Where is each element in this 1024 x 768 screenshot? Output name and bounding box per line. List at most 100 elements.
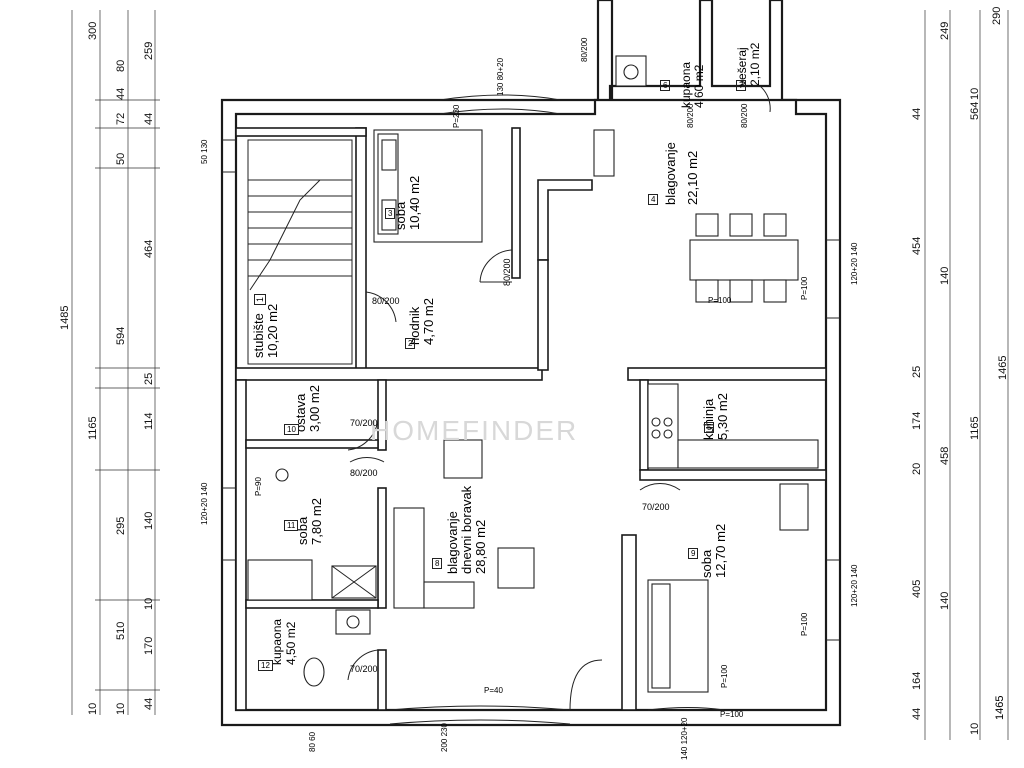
right-dim-140b: 140 — [939, 592, 951, 610]
right-dim-405: 405 — [911, 580, 923, 598]
right-dim-564: 564 — [969, 102, 981, 120]
right-dim-290: 290 — [991, 7, 1003, 25]
room-6-name: kupaona 4,60 m2 — [679, 62, 706, 108]
dining-table — [689, 213, 799, 303]
room-10-area: 3,00 m2 — [307, 385, 322, 432]
parapet-label-2: P=100 — [800, 612, 809, 636]
left-dim-170: 170 — [143, 637, 155, 655]
right-dim-44: 44 — [911, 108, 923, 120]
room-9-area: 12,70 m2 — [713, 523, 728, 578]
right-dim-1165: 1165 — [969, 416, 981, 440]
left-dim-510: 510 — [115, 622, 127, 640]
room-num-10: 10 — [284, 424, 299, 435]
right-dim-44b: 44 — [911, 708, 923, 720]
parapet-label-8: P=100 — [708, 296, 732, 305]
door-label-8: 80/200 — [740, 103, 749, 128]
room-8-area: 28,80 m2 — [473, 519, 488, 574]
window-label-4: 120+20 140 — [200, 482, 209, 526]
left-dim-72: 72 — [115, 113, 127, 125]
left-dimension-ticks — [95, 99, 160, 691]
windows — [222, 94, 840, 725]
room-9-title: soba — [699, 549, 714, 578]
left-dimension-lines — [71, 10, 156, 715]
room-num-7: 7 — [736, 80, 747, 91]
room-12-name: kupaona 4,50 m2 — [270, 619, 298, 665]
window-label-1: 130 80+20 — [496, 57, 505, 96]
room-4-name: blagovanje 22,10 m2 — [660, 142, 704, 205]
room-7-area: 2,10 m2 — [748, 42, 762, 86]
door-label-5: 70/200 — [350, 664, 378, 674]
right-dim-140a: 140 — [939, 267, 951, 285]
watermark-text: HOMEFINDER — [370, 415, 578, 446]
left-dimension-labels: 1485 300 259 464 594 1165 295 510 80 72 … — [59, 22, 155, 715]
room-8-line2: dnevni boravak — [459, 485, 474, 574]
room11-furniture — [247, 468, 377, 601]
left-dim-140: 140 — [143, 512, 155, 530]
left-dim-50: 50 — [115, 153, 127, 165]
right-dim-249: 249 — [939, 22, 951, 40]
room-num-2: 2 — [405, 338, 416, 349]
room-8-name: blagovanje dnevni boravak 28,80 m2 — [445, 485, 488, 574]
room-num-5: 5 — [704, 422, 715, 433]
left-dim-10a: 10 — [87, 703, 99, 715]
left-dim-10c: 10 — [143, 598, 155, 610]
door-label-3: 70/200 — [350, 418, 378, 428]
door-label-7: 80/200 — [686, 103, 695, 128]
door-label-4: 80/200 — [350, 468, 378, 478]
room-3-area: 10,40 m2 — [407, 175, 422, 230]
room-11-area: 7,80 m2 — [309, 498, 324, 545]
left-dim-464: 464 — [143, 240, 155, 258]
room-num-12: 12 — [258, 660, 273, 671]
room-3-title: soba — [393, 201, 408, 230]
left-dim-10b: 10 — [115, 703, 127, 715]
watermark: HOMEFINDER — [370, 415, 578, 446]
right-dim-20: 20 — [911, 463, 923, 475]
window-label-6: 80 60 — [308, 731, 317, 752]
left-dim-44b: 44 — [115, 88, 127, 100]
left-dim-295: 295 — [115, 517, 127, 535]
doors — [347, 85, 771, 711]
left-dim-594: 594 — [115, 327, 127, 345]
window-label-2: 120+20 140 — [850, 242, 859, 286]
left-dim-259: 259 — [143, 42, 155, 60]
left-dim-44c: 44 — [143, 698, 155, 710]
right-dim-10b: 10 — [969, 723, 981, 735]
room-num-4: 4 — [648, 194, 659, 205]
room-5-area: 5,30 m2 — [715, 393, 730, 440]
window-label-7: 140 120+20 — [680, 717, 689, 761]
room-3-name: soba 10,40 m2 — [393, 175, 422, 230]
left-dim-1165: 1165 — [87, 416, 99, 440]
room-1-area: 10,20 m2 — [265, 303, 280, 358]
room-1-name: stubište 10,20 m2 — [251, 303, 280, 358]
right-dim-1465: 1465 — [997, 356, 1009, 380]
sofa-set — [393, 439, 535, 609]
door-label-2: 80/200 — [502, 258, 512, 286]
room-4-title: blagovanje — [663, 142, 678, 205]
room-6-area: 4,60 m2 — [692, 64, 706, 108]
parapet-label-4: P=100 — [720, 710, 744, 719]
room-num-11: 11 — [284, 520, 299, 531]
right-dim-25: 25 — [911, 366, 923, 378]
window-label-8: 50 130 — [200, 139, 209, 164]
left-dim-25: 25 — [143, 373, 155, 385]
right-dim-174: 174 — [911, 412, 923, 430]
left-dim-114: 114 — [143, 412, 155, 430]
room-num-3: 3 — [385, 208, 396, 219]
parapet-label-1: P=100 — [800, 276, 809, 300]
right-dim-10a: 10 — [969, 88, 981, 100]
left-dim-44a: 44 — [143, 113, 155, 125]
room-12-title: kupaona — [270, 618, 284, 665]
room-num-8: 8 — [432, 558, 443, 569]
left-dim-1485: 1485 — [59, 306, 71, 330]
kitchen-counter — [647, 383, 819, 469]
stairs — [247, 139, 353, 365]
room-num-9: 9 — [688, 548, 699, 559]
room-9-name: soba 12,70 m2 — [699, 523, 728, 578]
left-dim-80: 80 — [115, 60, 127, 72]
bathroom-fixtures — [303, 55, 809, 687]
bed-room3 — [373, 129, 483, 243]
bed-room9 — [647, 579, 709, 693]
right-dim-1465-b: 1465 — [994, 695, 1006, 720]
right-dim-458: 458 — [939, 447, 951, 465]
